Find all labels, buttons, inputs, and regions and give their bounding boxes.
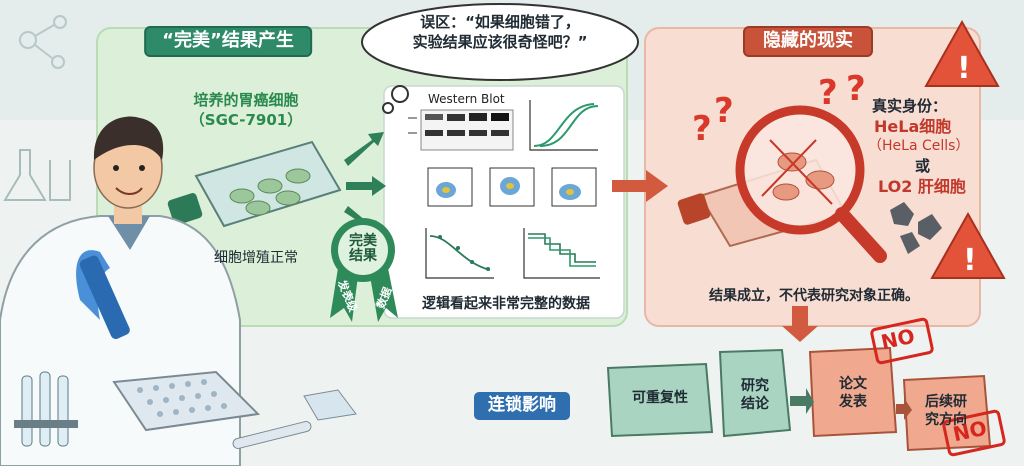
perfect-result-badge (330, 218, 398, 322)
warning-triangle-icon: ! (924, 19, 1000, 87)
identity-or: 或 (915, 157, 931, 175)
badge-line-2: 结果 (349, 248, 377, 265)
petri-dish-icon (303, 389, 357, 421)
badge-line-1: 完美 (349, 233, 377, 249)
data-caption: 逻辑看起来非常完整的数据 (422, 296, 590, 312)
misconception-text: 误区：“如果细胞错了， 实验结果应该很奇怪吧？” (413, 12, 588, 53)
svg-text:?: ? (818, 73, 838, 113)
chain-impact-banner: 连锁影响 (474, 392, 570, 420)
decay-curve-figure (425, 228, 494, 279)
hidden-reality-banner: 隐藏的现实 (743, 26, 873, 57)
badge-text: 完美 结果 (349, 233, 377, 265)
no-stamp (870, 317, 1006, 457)
culture-flask-icon (167, 140, 342, 228)
thought-bubble (361, 3, 639, 114)
molecule-icon (19, 15, 67, 69)
identity-hela-en: （HeLa Cells） (868, 138, 970, 154)
perfect-result-banner: “完美”结果产生 (144, 26, 312, 57)
block-future-direction: 后续研 究方向 (925, 394, 967, 428)
block-publication: 论文 发表 (839, 376, 867, 410)
svg-text:!: ! (963, 243, 977, 278)
svg-text:?: ? (846, 69, 866, 109)
misconception-line-2: 实验结果应该很奇怪吧？” (412, 33, 588, 52)
svg-text:!: ! (957, 51, 971, 86)
western-blot-figure (408, 109, 514, 151)
growth-label: 细胞增殖正常 (214, 250, 298, 266)
conclusion-text: 结果成立，不代表研究对象正确。 (709, 288, 919, 304)
pipette-icon (232, 421, 312, 449)
western-blot-title: Western Blot (428, 92, 505, 106)
question-mark-icon: ?? ?? (692, 69, 866, 149)
test-tubes-icon (14, 371, 78, 447)
warning-triangle-icon: ! (930, 211, 1006, 279)
svg-text:?: ? (692, 109, 712, 149)
magnifier-icon (735, 105, 887, 263)
misconception-line-1: 误区：“如果细胞错了， (420, 13, 580, 31)
survival-curve-figure (523, 228, 600, 279)
cell-shapes-icon (890, 202, 942, 254)
block-research-conclusion: 研究 结论 (741, 378, 769, 412)
culture-label: 培养的胃癌细胞 (193, 91, 299, 109)
identity-lo2: LO2 肝细胞 (878, 177, 966, 196)
culture-code: （SGC-7901） (189, 111, 303, 129)
flask-icon (3, 149, 71, 201)
arrow-icon (612, 170, 668, 202)
dose-curve-figure (529, 100, 599, 151)
svg-text:?: ? (714, 91, 734, 131)
flow-cytometry-figure (427, 167, 597, 207)
identity-hela: HeLa细胞 (874, 117, 952, 136)
well-plate-icon (112, 370, 261, 432)
block-reproducibility: 可重复性 (632, 390, 688, 406)
arrow-icon (782, 306, 818, 342)
consequence-chain (606, 346, 992, 452)
identity-heading: 真实身份： (872, 97, 948, 115)
